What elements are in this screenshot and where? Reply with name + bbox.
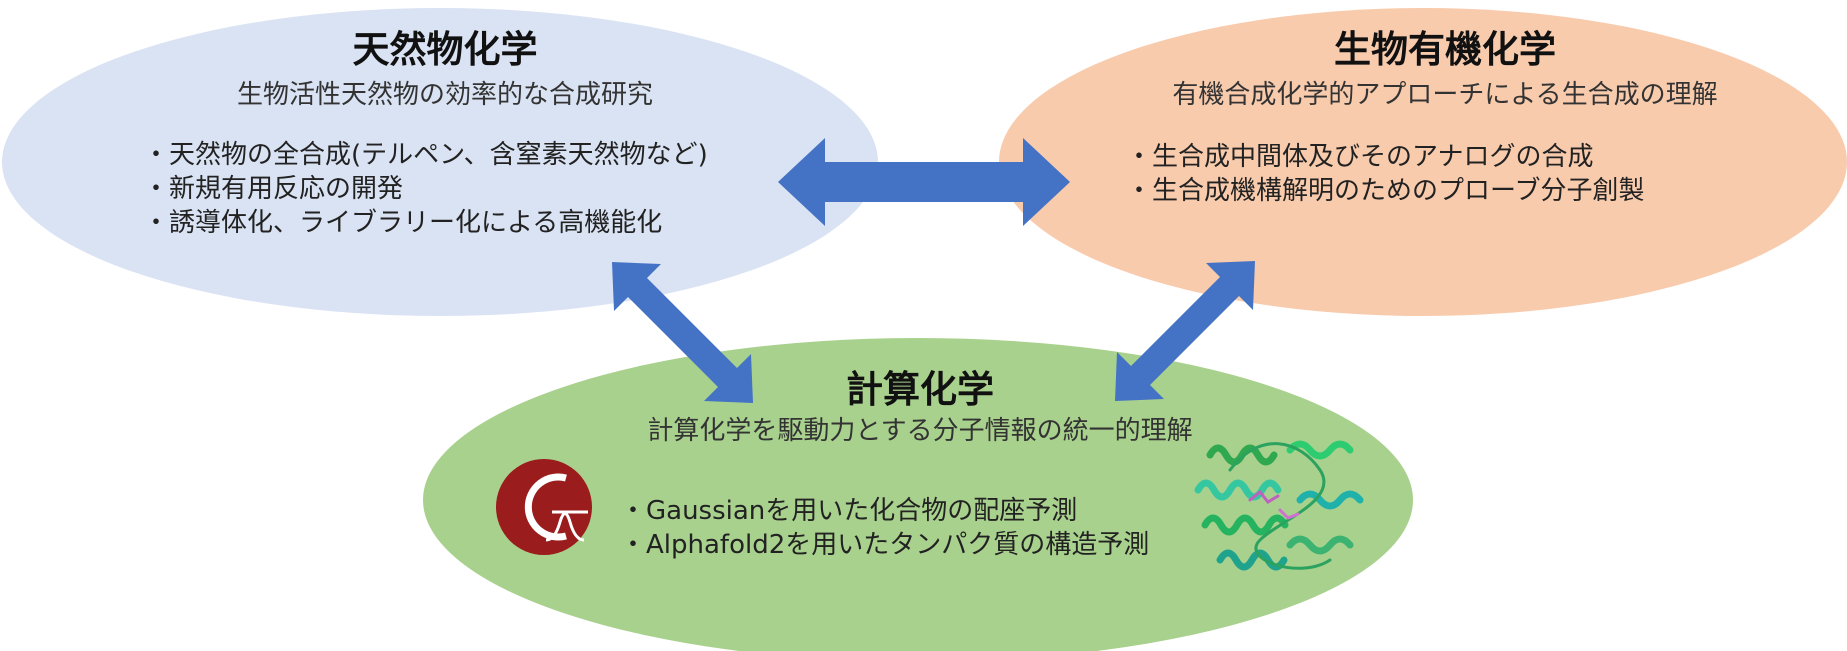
- double-arrow-horizontal: [778, 138, 1070, 226]
- computational-title: 計算化学: [846, 368, 994, 411]
- computational-header: 計算化学 計算化学を駆動力とする分子情報の統一的理解: [560, 368, 1280, 448]
- bioorganic-subtitle: 有機合成化学的アプローチによる生合成の理解: [1172, 80, 1718, 110]
- bullet-item: ・天然物の全合成(テルペン、含窒素天然物など): [143, 140, 708, 170]
- double-arrow-right-diagonal: [1115, 261, 1255, 401]
- double-arrow-left-diagonal: [612, 262, 753, 403]
- bullet-item: ・生合成機構解明のためのプローブ分子創製: [1126, 176, 1645, 206]
- natural-products-ellipse: [2, 8, 878, 316]
- natural-products-title: 天然物化学: [352, 28, 538, 71]
- natural-products-header: 天然物化学 生物活性天然物の効率的な合成研究: [40, 28, 850, 112]
- bioorganic-title: 生物有機化学: [1334, 28, 1556, 71]
- bullet-item: ・誘導体化、ライブラリー化による高機能化: [143, 208, 663, 238]
- bioorganic-header: 生物有機化学 有機合成化学的アプローチによる生合成の理解: [1060, 28, 1830, 112]
- protein-structure-icon: [1194, 440, 1364, 571]
- gaussian-logo-icon: [496, 459, 592, 555]
- bullet-item: ・Alphafold2を用いたタンパク質の構造予測: [620, 530, 1150, 560]
- computational-subtitle: 計算化学を駆動力とする分子情報の統一的理解: [647, 416, 1193, 446]
- bullet-item: ・Gaussianを用いた化合物の配座予測: [620, 496, 1078, 526]
- natural-products-bullets: ・天然物の全合成(テルペン、含窒素天然物など) ・新規有用反応の開発 ・誘導体化…: [143, 138, 708, 240]
- bioorganic-ellipse: [999, 8, 1847, 316]
- bioorganic-bullets: ・生合成中間体及びそのアナログの合成 ・生合成機構解明のためのプローブ分子創製: [1126, 140, 1644, 208]
- natural-products-subtitle: 生物活性天然物の効率的な合成研究: [236, 80, 653, 110]
- computational-ellipse: [423, 338, 1413, 651]
- bullet-item: ・生合成中間体及びそのアナログの合成: [1126, 142, 1594, 172]
- bullet-item: ・新規有用反応の開発: [143, 174, 404, 204]
- computational-bullets: ・Gaussianを用いた化合物の配座予測 ・Alphafold2を用いたタンパ…: [620, 494, 1149, 562]
